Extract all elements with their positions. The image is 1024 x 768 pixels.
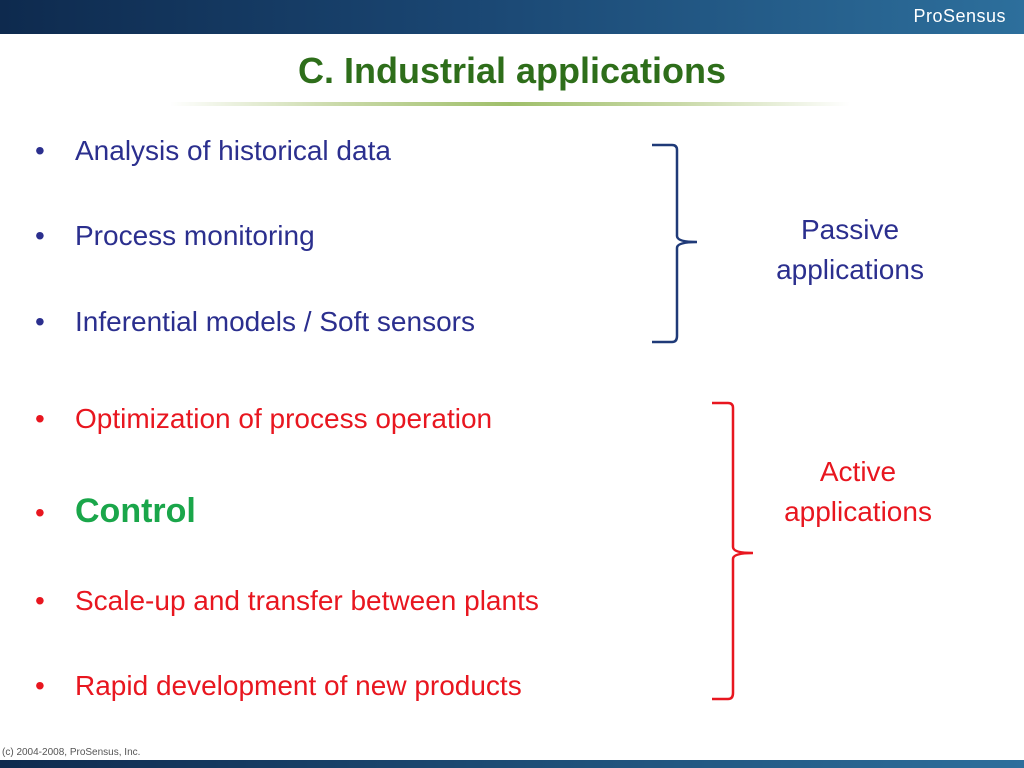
slide-title: C. Industrial applications [297,50,727,91]
bullet-dot: • [35,497,45,528]
bullet-dot: • [35,220,45,251]
bullet-text: Optimization of process operation [75,403,493,434]
bullet-item-inferential-models: • Inferential models / Soft sensors [35,306,475,338]
bullet-dot: • [35,306,45,337]
bullet-item-control: • Control [35,492,196,531]
bullet-text: Rapid development of new products [75,670,522,701]
bullet-dot: • [35,670,45,701]
bullet-dot: • [35,403,45,434]
active-brace [712,401,754,701]
title-underline [170,102,850,106]
bullet-dot: • [35,135,45,166]
bullet-item-process-monitoring: • Process monitoring [35,220,315,252]
passive-brace [652,143,698,344]
bullet-text: Analysis of historical data [75,135,391,166]
bullet-text: Scale-up and transfer between plants [75,585,539,616]
bullet-item-scale-up: • Scale-up and transfer between plants [35,585,539,617]
bullet-text: Process monitoring [75,220,315,251]
bullet-text: Control [75,492,196,530]
bullet-item-optimization: • Optimization of process operation [35,403,492,435]
top-banner: ProSensus [0,0,1024,34]
bullet-dot: • [35,585,45,616]
bullet-item-historical-data: • Analysis of historical data [35,135,391,167]
bottom-banner [0,760,1024,768]
bullet-text: Inferential models / Soft sensors [75,306,475,337]
bullet-item-rapid-development: • Rapid development of new products [35,670,522,702]
copyright-footer: (c) 2004-2008, ProSensus, Inc. [2,747,141,758]
prosensus-logo: ProSensus [913,6,1006,26]
